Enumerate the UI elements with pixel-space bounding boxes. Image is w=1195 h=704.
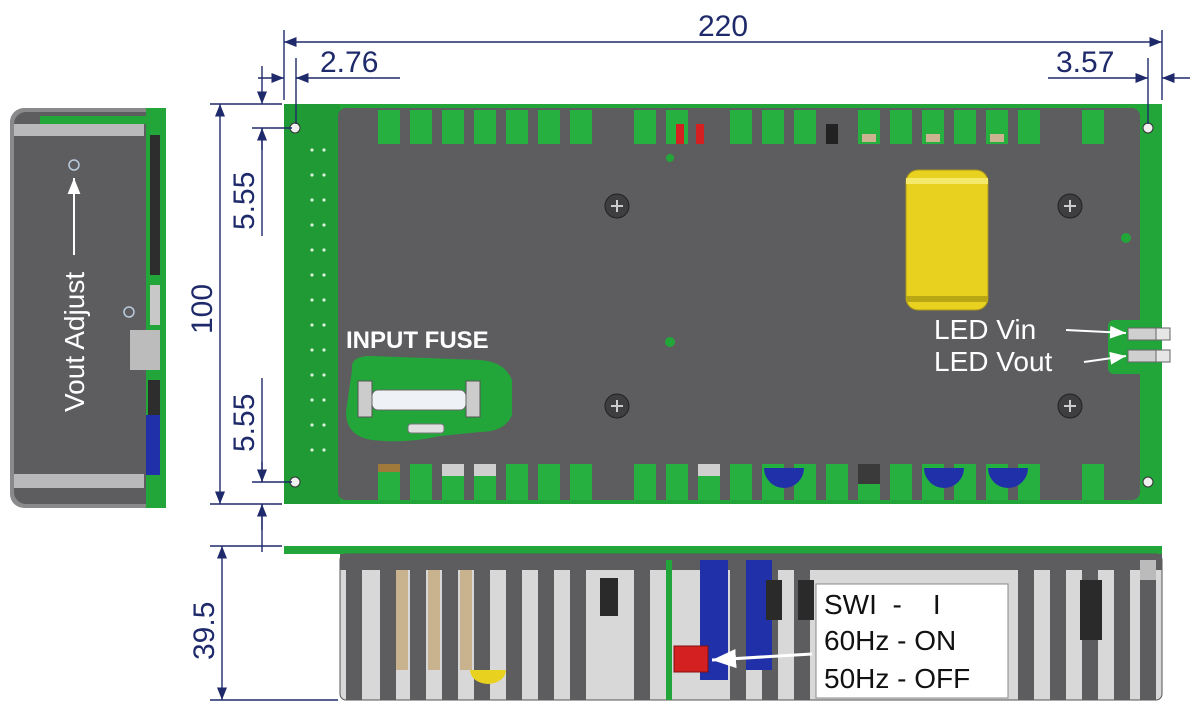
led-vout-label: LED Vout bbox=[934, 346, 1053, 377]
led-vout bbox=[1127, 349, 1159, 363]
dim-bottom-offset-label: 5.55 bbox=[228, 394, 261, 452]
screw-icon bbox=[604, 193, 630, 219]
front-view: SWI - I 60Hz - ON 50Hz - OFF bbox=[284, 546, 1163, 701]
top-view: INPUT FUSE LED Vin LED Vout bbox=[284, 104, 1171, 504]
switch-line-1: SWI - I bbox=[824, 589, 941, 620]
heatsink-fins bbox=[346, 570, 1156, 700]
switch-line-3: 50Hz - OFF bbox=[824, 663, 970, 694]
screw-icon bbox=[1057, 393, 1083, 419]
yellow-capacitor bbox=[905, 169, 989, 311]
switch-line-2: 60Hz - ON bbox=[824, 625, 956, 656]
input-fuse bbox=[371, 389, 467, 411]
screw-icon bbox=[604, 393, 630, 419]
adjust-pot-icon bbox=[68, 159, 80, 171]
dim-width-label: 220 bbox=[698, 10, 748, 43]
frequency-switch bbox=[673, 645, 709, 673]
switch-info-box bbox=[815, 583, 1009, 699]
screw-icon bbox=[1057, 193, 1083, 219]
adjust-pot-icon-2 bbox=[123, 306, 135, 318]
cover bbox=[338, 108, 1140, 500]
dim-depth-label: 39.5 bbox=[188, 602, 221, 660]
side-view: Vout Adjust bbox=[10, 108, 166, 508]
dimensions: 220 2.76 3.57 100 5.55 5.55 39 bbox=[186, 10, 1190, 701]
led-vin bbox=[1127, 327, 1159, 341]
mount-hole-icon bbox=[1142, 122, 1154, 134]
input-fuse-label: INPUT FUSE bbox=[346, 327, 489, 354]
dim-height-label: 100 bbox=[186, 284, 219, 334]
led-vin-label: LED Vin bbox=[934, 314, 1036, 345]
dim-right-margin-label: 3.57 bbox=[1056, 46, 1114, 79]
dim-left-margin-label: 2.76 bbox=[320, 46, 378, 79]
mount-hole-icon bbox=[1142, 476, 1154, 488]
dim-top-offset-label: 5.55 bbox=[228, 172, 261, 230]
vout-adjust-label: Vout Adjust bbox=[59, 272, 90, 412]
terminal-pins bbox=[310, 148, 326, 452]
